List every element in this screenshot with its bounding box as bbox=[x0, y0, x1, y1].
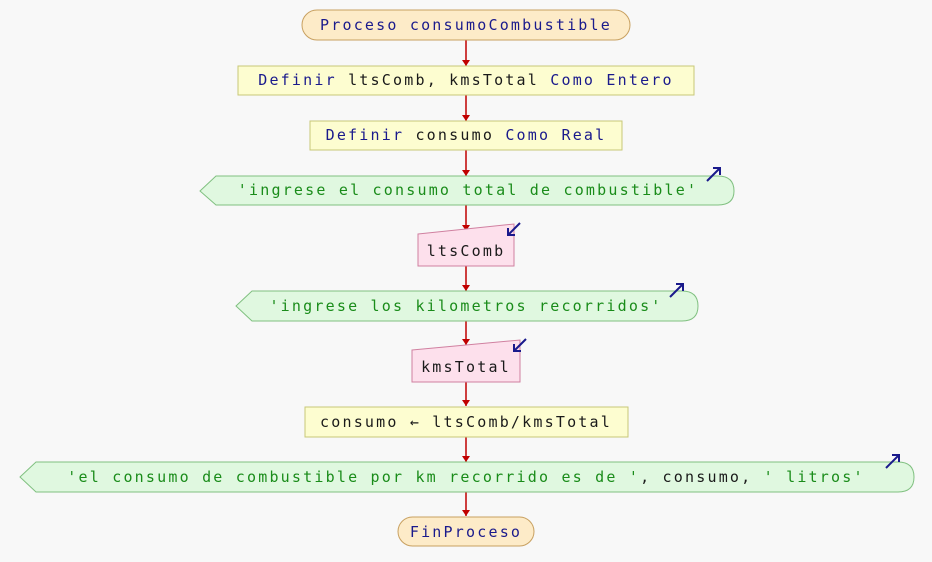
start-label: Proceso consumoCombustible bbox=[320, 16, 612, 34]
text-segment: kmsTotal bbox=[421, 358, 511, 376]
output-text: 'ingrese el consumo total de combustible… bbox=[238, 181, 698, 199]
process-box-definir-real: Definir consumo Como Real bbox=[309, 120, 623, 151]
connector-arrowhead bbox=[462, 510, 470, 516]
text-segment: Definir bbox=[258, 71, 348, 89]
output-arrow-icon bbox=[669, 283, 684, 298]
text-segment: 'ingrese el consumo total de combustible… bbox=[238, 181, 698, 199]
input-arrow-icon bbox=[507, 222, 521, 236]
output-arrow-icon bbox=[885, 454, 900, 469]
connector-arrowhead bbox=[462, 400, 470, 406]
connector-arrowhead bbox=[462, 285, 470, 291]
text-segment: 'el consumo de combustible por km recorr… bbox=[67, 468, 640, 486]
input-arrow-icon bbox=[513, 338, 527, 352]
process-text: Definir ltsComb, kmsTotal Como Entero bbox=[258, 71, 674, 89]
input-text: ltsComb bbox=[427, 242, 506, 260]
output-shape-ingrese-consumo: 'ingrese el consumo total de combustible… bbox=[199, 167, 735, 206]
text-segment: consumo ← ltsComb/kmsTotal bbox=[320, 413, 612, 431]
output-shape-resultado: 'el consumo de combustible por km recorr… bbox=[19, 454, 915, 493]
text-segment: Como Real bbox=[505, 126, 606, 144]
connector-arrowhead bbox=[462, 339, 470, 345]
input-shape-kmstotal: kmsTotal bbox=[411, 338, 527, 383]
text-segment: consumo bbox=[415, 126, 505, 144]
process-box-definir-enteros: Definir ltsComb, kmsTotal Como Entero bbox=[237, 65, 695, 96]
connectors bbox=[462, 40, 470, 516]
connector-arrowhead bbox=[462, 225, 470, 231]
text-segment: , consumo, bbox=[640, 468, 764, 486]
output-text: 'ingrese los kilometros recorridos' bbox=[269, 297, 662, 315]
process-box-asignacion: consumo ← ltsComb/kmsTotal bbox=[304, 406, 629, 438]
connector-arrowhead bbox=[462, 456, 470, 462]
text-segment: Definir bbox=[326, 126, 416, 144]
input-shape-ltscomb: ltsComb bbox=[417, 222, 521, 267]
start-terminal: Proceso consumoCombustible bbox=[301, 9, 631, 41]
connector-arrowhead bbox=[462, 170, 470, 176]
text-segment: ' litros' bbox=[764, 468, 865, 486]
input-text: kmsTotal bbox=[421, 358, 511, 376]
process-text: Definir consumo Como Real bbox=[326, 126, 607, 144]
output-text: 'el consumo de combustible por km recorr… bbox=[67, 468, 864, 486]
text-segment: ltsComb bbox=[427, 242, 506, 260]
process-text: consumo ← ltsComb/kmsTotal bbox=[320, 413, 612, 431]
text-segment: Como Entero bbox=[550, 71, 674, 89]
output-arrow-icon bbox=[706, 167, 721, 182]
output-shape-ingrese-kilometros: 'ingrese los kilometros recorridos' bbox=[235, 283, 699, 322]
connector-arrowhead bbox=[462, 115, 470, 121]
text-segment: 'ingrese los kilometros recorridos' bbox=[269, 297, 662, 315]
end-terminal: FinProceso bbox=[397, 516, 535, 547]
text-segment: ltsComb, kmsTotal bbox=[348, 71, 550, 89]
end-label: FinProceso bbox=[410, 523, 522, 541]
connector-arrowhead bbox=[462, 60, 470, 66]
